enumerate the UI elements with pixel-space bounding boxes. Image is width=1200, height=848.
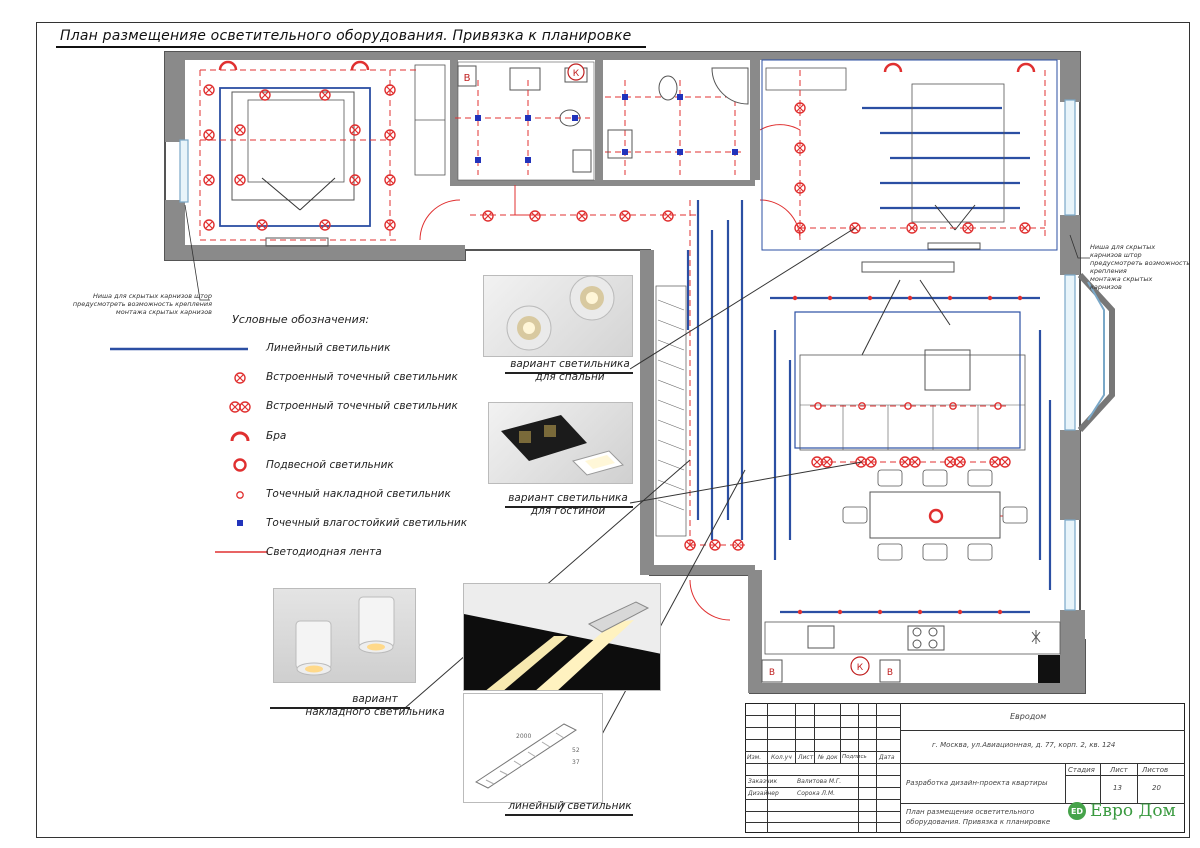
caption-surface-underline [270,707,410,709]
svg-text:В: В [464,73,471,84]
photo-bedroom-fixture [483,275,633,357]
legend-item-recessed: Встроенный точечный светильник [266,371,458,383]
legend-item-wet-spot: Точечный влагостойкий светильник [266,517,468,529]
caption-linear-underline [505,814,633,816]
tb-designer-label: Дизайнер [748,790,779,797]
legend-item-surface-spot: Точечный накладной светильник [266,488,451,500]
svg-text:К: К [857,663,864,673]
caption-surface: вариант накладного светильника [305,693,445,718]
callout-right-niche: Ниша для скрытых карнизов штор предусмот… [1090,243,1191,291]
legend-symbols [110,347,268,553]
brand-name: Евро Дом [1090,801,1176,821]
photo-living-fixture [488,402,633,484]
sheet-frame [36,22,1190,838]
tb-customer-label: Заказчик [748,778,778,785]
caption-living-underline [505,506,633,508]
page-title: План размещенияе осветительного оборудов… [60,28,632,44]
legend-item-recessed-double: Встроенный точечный светильник [266,400,458,412]
tb-stage-label: Стадия [1068,766,1095,774]
caption-bedroom: вариант светильника для спальни [510,358,630,383]
tb-col-sign: Подпись [842,754,867,760]
svg-text:К: К [573,69,580,79]
legend-item-led-strip: Светодиодная лента [266,546,382,558]
legend-title: Условные обозначения: [232,313,370,326]
caption-living: вариант светильника для гостиной [508,492,628,517]
svg-text:37: 37 [572,759,580,766]
svg-text:В: В [887,668,893,678]
tb-col-list: Лист [798,754,814,761]
title-underline [56,46,646,48]
callout-left-niche: Ниша для скрытых карнизов штор предусмот… [72,292,212,316]
tb-sheets-value: 20 [1152,784,1161,792]
tb-address: г. Москва, ул.Авиационная, д. 77, корп. … [932,741,1116,749]
tb-company: Евродом [1010,712,1047,721]
legend-item-pendant: Подвесной светильник [266,459,394,471]
svg-text:52: 52 [572,747,580,754]
tb-customer-name: Валитова М.Г. [797,778,842,785]
svg-text:2000: 2000 [516,733,531,740]
tb-drawing-line1: План размещения осветительного [906,808,1035,816]
brand-logo: ED Евро Дом [1068,801,1176,821]
tb-col-doc: № док [818,754,838,761]
caption-bedroom-underline [505,372,633,374]
tb-designer-name: Сорока Л.М. [797,790,836,797]
tb-project: Разработка дизайн-проекта квартиры [906,779,1048,787]
photo-linear-fixture [463,583,661,691]
svg-text:В: В [769,668,775,678]
tb-drawing-line2: оборудования. Привязка к планировке [906,818,1051,826]
brand-mark-icon: ED [1068,802,1086,820]
title-block [745,703,1185,833]
photo-surface-fixture [273,588,416,683]
tb-sheets-label: Листов [1142,766,1169,774]
tb-sheet-value: 13 [1113,784,1122,792]
legend-item-linear: Линейный светильник [266,342,391,354]
legend-item-sconce: Бра [266,430,287,442]
photo-linear-drawing: 2000 52 37 [463,693,603,803]
tb-col-kolich: Кол.уч [771,754,792,761]
tb-col-izm: Изм. [747,754,762,761]
caption-linear: линейный светильник [508,800,632,812]
tb-sheet-label: Лист [1110,766,1128,774]
tb-col-date: Дата [879,754,895,761]
